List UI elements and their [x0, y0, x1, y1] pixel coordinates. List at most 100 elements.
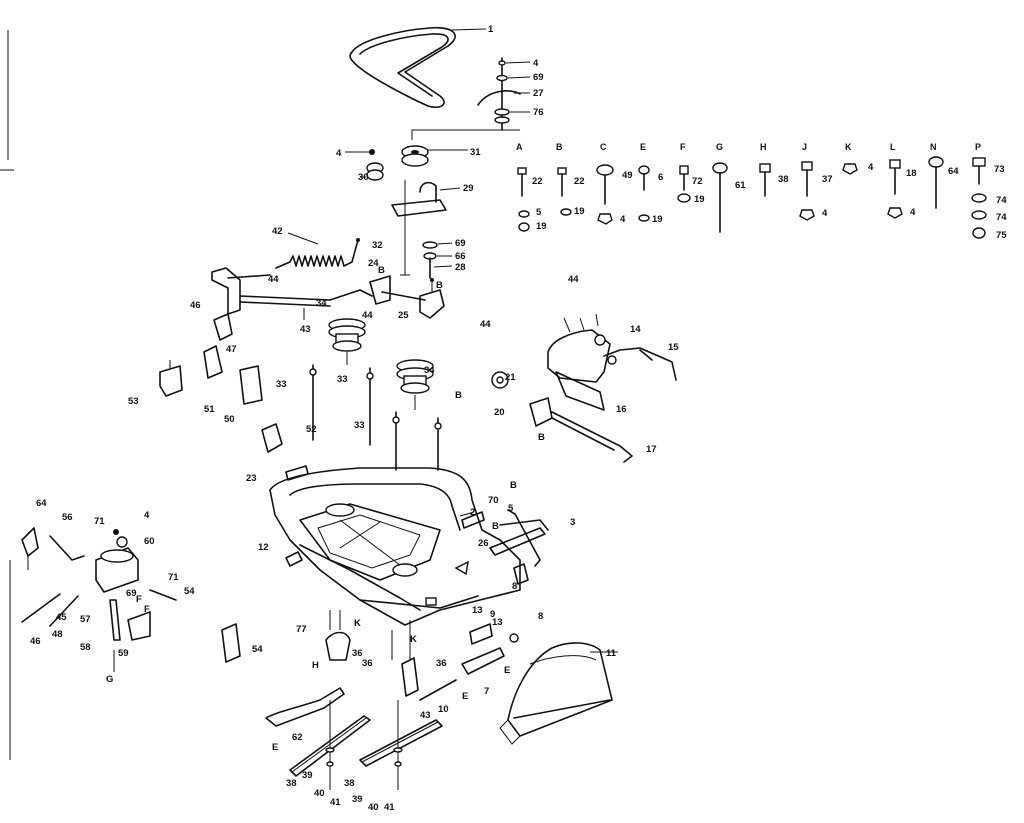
key-part-l: 18: [906, 168, 917, 179]
part-label-68: G: [106, 674, 113, 685]
strip-26: [489, 527, 546, 556]
part-label-56: 60: [144, 536, 155, 547]
part-label-54: 71: [94, 516, 105, 527]
nut-k-icon: [842, 163, 858, 175]
key-washer-a-1: 5: [536, 207, 542, 218]
bracket-53: [159, 360, 183, 397]
key-letter-l: L: [890, 142, 896, 152]
part-label-90: 39: [302, 770, 313, 781]
part-label-42: 23: [246, 473, 257, 484]
part-label-49: 8: [512, 581, 517, 592]
bolt-g-icon: [712, 162, 728, 233]
bolt-j-icon: [799, 161, 815, 221]
part-label-9: 69: [455, 238, 466, 249]
key-washer-p-2: 74: [996, 212, 1007, 223]
part-label-28: 33: [337, 374, 348, 385]
part-label-94: 39: [352, 794, 363, 805]
margin-marks: [0, 30, 14, 171]
part-label-7: 30: [358, 172, 369, 183]
part-label-57: 71: [168, 572, 179, 583]
key-letter-h: H: [760, 142, 767, 152]
part-label-62: F: [136, 594, 142, 605]
bolt-b-icon: [557, 167, 572, 216]
blade-bolts: [325, 700, 403, 790]
part-label-63: F: [144, 604, 150, 615]
key-letter-g: G: [716, 142, 723, 152]
key-washer-j-1: 4: [822, 208, 828, 219]
part-label-13: 32: [372, 240, 383, 251]
part-label-64: 46: [30, 636, 41, 647]
discharge-chute: [499, 642, 618, 745]
bracket-47: [213, 313, 233, 341]
part-label-65: 48: [52, 629, 63, 640]
part-label-82: E: [504, 665, 510, 676]
plate-23: [285, 465, 309, 481]
spindle-right: [396, 359, 434, 410]
bracket-24-25: [369, 275, 445, 319]
bracket-50: [239, 365, 263, 405]
part-label-25: 51: [204, 404, 215, 415]
hardware-key: [517, 156, 987, 239]
part-label-8: 29: [463, 183, 474, 194]
baffle-62: [265, 687, 345, 727]
part-label-80: 8: [538, 611, 543, 622]
part-label-89: 38: [286, 778, 297, 789]
part-label-35: B: [538, 432, 545, 443]
part-label-81: 7: [484, 686, 489, 697]
key-part-h: 38: [778, 174, 789, 185]
key-washer-p-1: 74: [996, 195, 1007, 206]
left-motor-assembly: [9, 527, 177, 760]
key-letter-n: N: [930, 142, 937, 152]
part-label-37: 15: [668, 342, 679, 353]
part-label-39: 44: [568, 274, 579, 285]
part-label-6: 31: [470, 147, 481, 158]
part-label-21: 34: [316, 298, 327, 309]
rod-17: [551, 411, 633, 463]
part-label-79: 13: [492, 617, 503, 628]
part-label-88: E: [272, 742, 278, 753]
part-label-58: 54: [184, 586, 195, 597]
key-washer-c-1: 4: [620, 214, 626, 225]
plate-12: [285, 551, 303, 567]
part-label-52: 64: [36, 498, 47, 509]
part-label-95: 40: [368, 802, 379, 813]
part-label-84: 10: [438, 704, 449, 715]
part-label-17: 25: [398, 310, 409, 321]
part-label-91: 40: [314, 788, 325, 799]
part-label-27: 33: [276, 379, 287, 390]
spindle-hardware-stack: [477, 57, 531, 131]
part-label-40: 17: [646, 444, 657, 455]
part-label-73: 36: [436, 658, 447, 669]
part-label-86: 11: [606, 648, 617, 659]
rod-33d: [434, 417, 442, 471]
part-label-44: 5: [508, 503, 514, 514]
part-label-10: 66: [455, 251, 466, 262]
part-label-96: 41: [384, 802, 395, 813]
part-label-29: 52: [306, 424, 317, 435]
part-label-92: 41: [330, 797, 341, 808]
key-part-k: 4: [868, 162, 874, 173]
bracket-54: [221, 623, 241, 663]
part-label-24: 53: [128, 396, 139, 407]
blade-left: [289, 715, 371, 777]
key-letter-a: A: [516, 142, 523, 152]
key-washer-l-1: 4: [910, 207, 916, 218]
part-label-41: 33: [354, 420, 365, 431]
part-label-60: 57: [80, 614, 91, 625]
part-label-0: 1: [488, 24, 494, 35]
part-label-3: 27: [533, 88, 544, 99]
idler-pulley-assembly: [345, 129, 520, 276]
part-label-76: K: [410, 634, 417, 645]
part-label-36: 16: [616, 404, 627, 415]
key-part-f: 72: [692, 176, 703, 187]
mower-deck: [269, 467, 521, 626]
part-label-38: 14: [630, 324, 641, 335]
bracket-51: [203, 345, 223, 379]
part-label-51: 2: [470, 507, 475, 518]
part-label-87: 62: [292, 732, 303, 743]
part-label-1: 4: [533, 58, 539, 69]
key-part-n: 64: [948, 166, 959, 177]
